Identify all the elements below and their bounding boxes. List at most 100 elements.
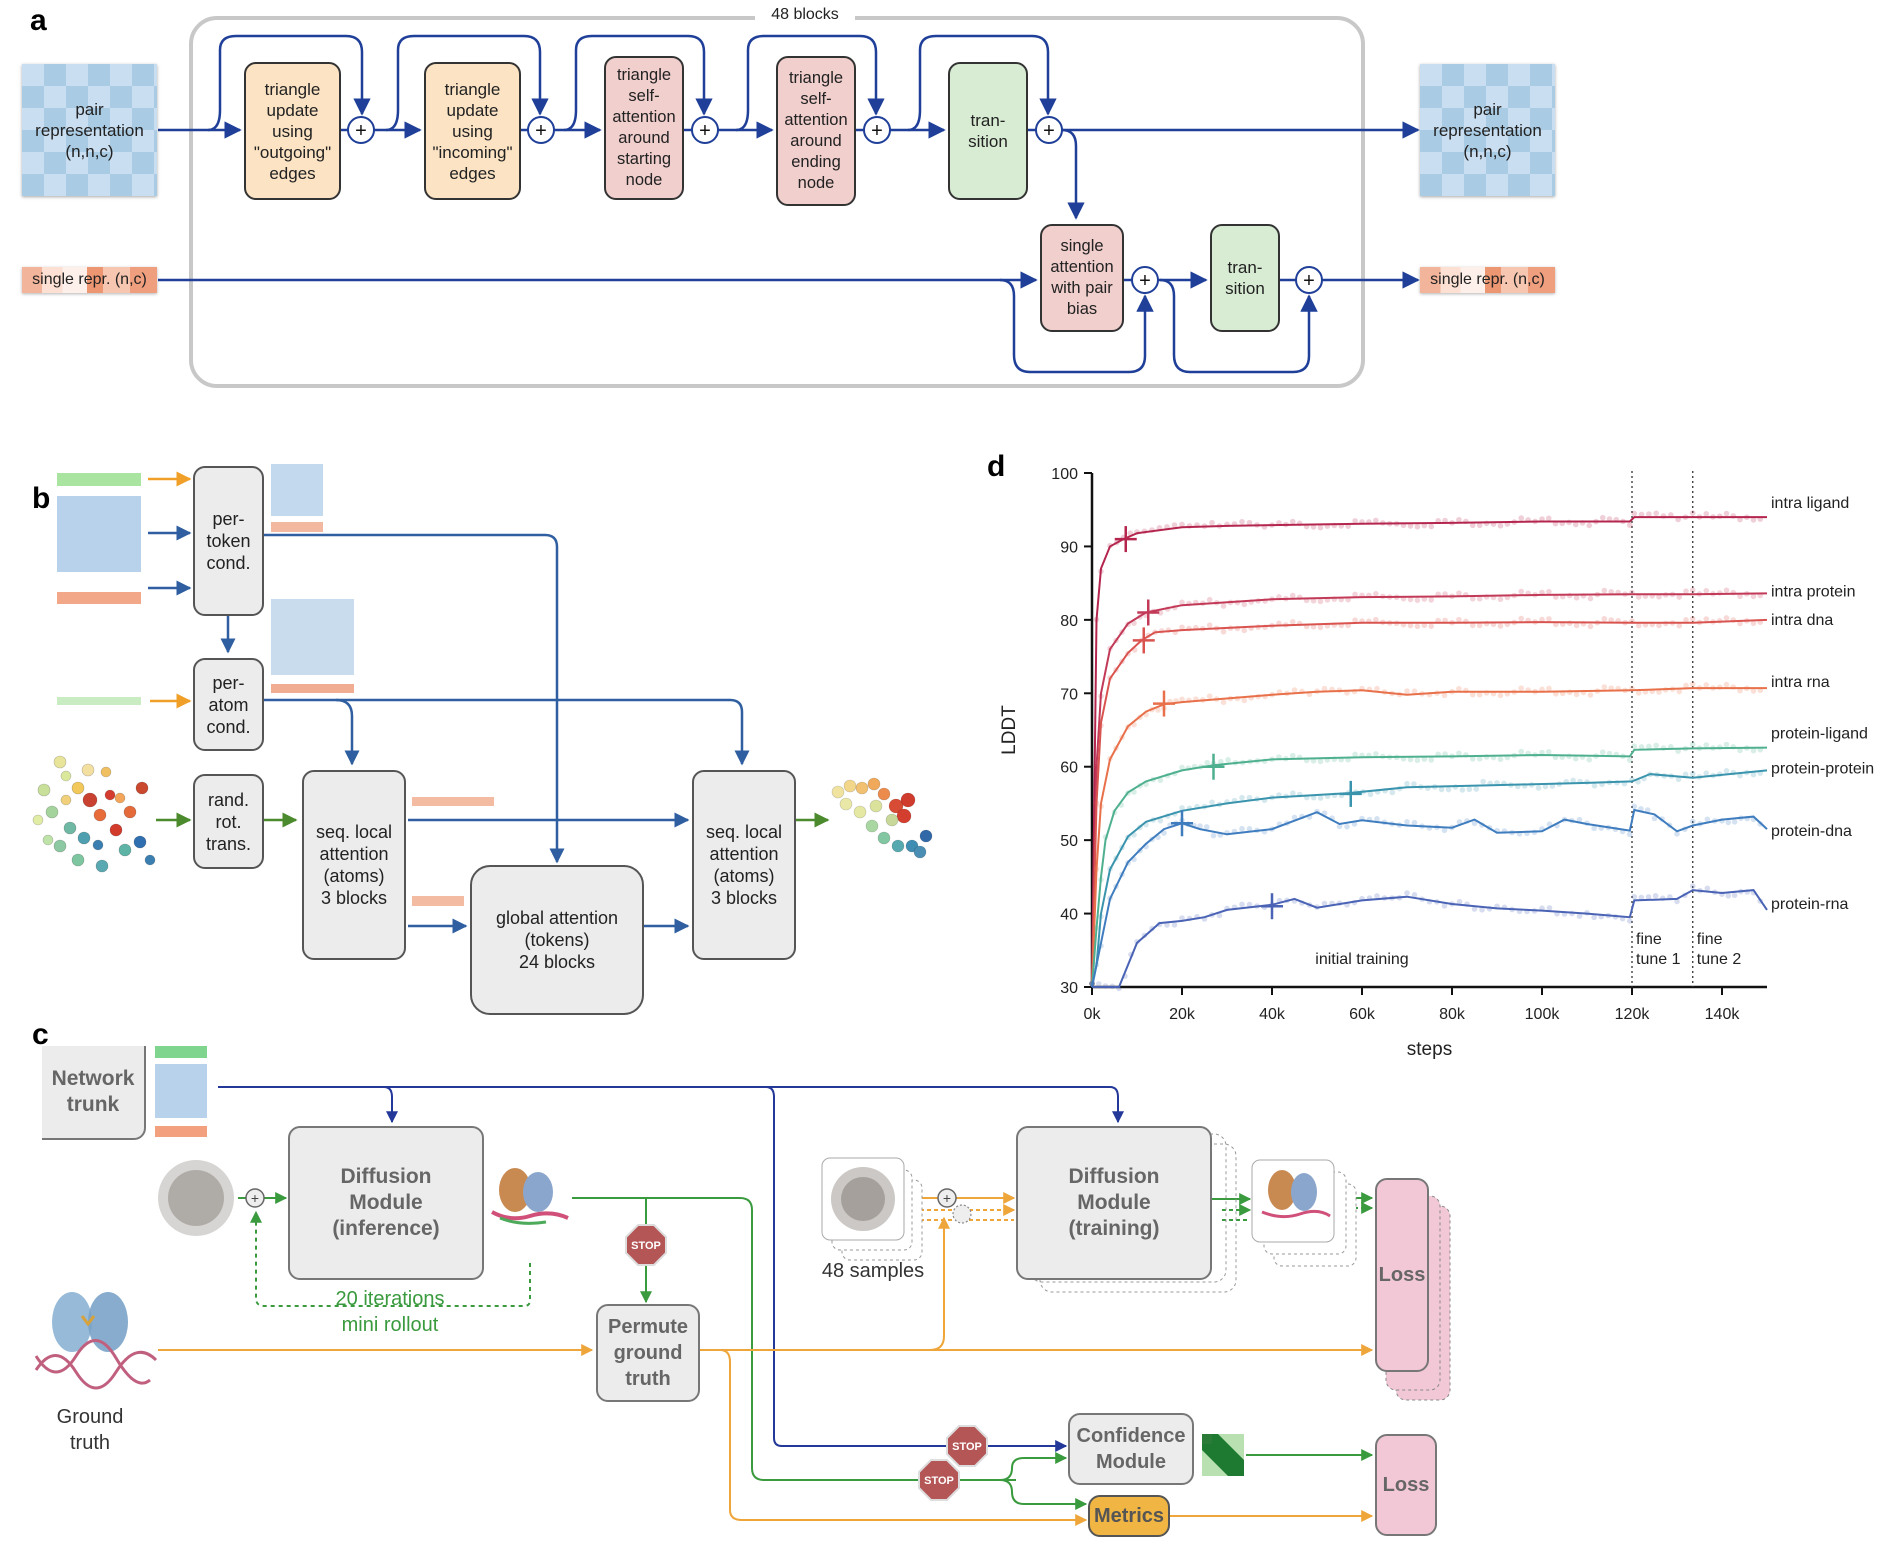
data-point <box>1155 707 1161 713</box>
data-point <box>1411 688 1418 694</box>
atom-pair-matrix <box>271 599 354 675</box>
sum-node <box>1035 116 1063 144</box>
sum-node <box>527 116 555 144</box>
data-point <box>1164 922 1170 928</box>
series-line <box>1091 687 1767 988</box>
series-intra-ligand <box>1089 510 1767 988</box>
folded-structure <box>831 777 933 859</box>
data-point <box>1635 594 1642 600</box>
data-point <box>1220 603 1227 609</box>
data-point <box>1203 824 1210 830</box>
triangle-attention-starting-block: triangle self- attention around starting… <box>604 56 684 200</box>
data-point <box>1407 756 1414 763</box>
token-single-strip-2 <box>412 896 464 906</box>
data-point <box>1246 901 1253 908</box>
data-point <box>1675 776 1682 783</box>
pair-transition-block: tran- sition <box>948 62 1028 200</box>
data-point <box>1310 524 1317 530</box>
data-point <box>1239 825 1245 832</box>
data-point <box>1676 622 1683 629</box>
data-point <box>1241 627 1248 634</box>
panel-c-label: c <box>32 1018 49 1051</box>
data-point <box>1573 691 1580 698</box>
data-point <box>1497 623 1504 629</box>
data-point <box>1638 744 1645 750</box>
data-point <box>1157 777 1164 784</box>
data-point <box>1653 510 1659 517</box>
data-point <box>1373 590 1379 597</box>
data-point <box>1218 758 1224 765</box>
plus-icon: + <box>871 120 883 142</box>
single-transition-block: tran- sition <box>1210 224 1280 332</box>
data-point <box>1704 816 1711 823</box>
data-point <box>1317 598 1324 605</box>
series-protein-protein <box>1089 768 1768 988</box>
data-point <box>1428 757 1435 763</box>
data-point <box>1518 685 1525 691</box>
plus-icon: + <box>943 1190 951 1206</box>
data-point <box>1546 905 1553 911</box>
data-point <box>1682 771 1689 778</box>
data-point <box>1608 617 1615 623</box>
data-point <box>1456 616 1462 623</box>
data-point <box>1689 510 1696 516</box>
metrics-block: Metrics <box>1088 1495 1170 1537</box>
atom-single-strip-2 <box>412 797 494 806</box>
data-point <box>1631 893 1638 900</box>
data-point <box>1404 688 1410 694</box>
data-point <box>1367 791 1374 798</box>
token-single-strip <box>271 522 323 532</box>
data-point <box>1703 616 1710 622</box>
data-point <box>1469 756 1476 762</box>
data-point <box>1599 749 1606 755</box>
data-point <box>1731 819 1738 825</box>
data-point <box>1291 814 1298 821</box>
data-point <box>1576 913 1583 919</box>
data-point <box>1626 757 1633 763</box>
stop-gradient-icon: STOP <box>946 1425 988 1467</box>
data-point <box>1241 697 1248 704</box>
data-point <box>1471 906 1478 912</box>
plus-icon: + <box>251 1190 259 1206</box>
data-point <box>1723 510 1730 517</box>
series-line <box>1091 618 1768 988</box>
data-point <box>1310 624 1317 630</box>
sum-node-stacked <box>952 1204 972 1224</box>
series-label: intra dna <box>1771 612 1833 629</box>
global-attention-tokens-block: global attention (tokens) 24 blocks <box>470 865 644 1015</box>
data-point <box>1373 517 1379 524</box>
data-point <box>1608 685 1615 691</box>
y-tick-label: 30 <box>1060 980 1078 997</box>
data-point <box>1171 922 1178 928</box>
data-point <box>1570 777 1576 784</box>
data-point <box>1414 757 1421 764</box>
data-point <box>1539 749 1545 756</box>
data-point <box>1469 595 1476 602</box>
diffusion-module-inference-block: Diffusion Module (inference) <box>288 1126 484 1280</box>
data-point <box>1689 741 1696 748</box>
data-point <box>1456 898 1463 905</box>
data-point <box>1206 596 1213 603</box>
plus-icon: + <box>699 120 711 142</box>
data-point <box>1239 518 1245 525</box>
series-protein-ligand <box>1089 741 1768 988</box>
plus-icon: + <box>1139 270 1151 292</box>
data-point <box>1456 590 1462 596</box>
data-point <box>1645 894 1652 900</box>
data-point <box>1737 593 1743 600</box>
data-point <box>1683 588 1689 595</box>
permute-ground-truth-block: Permute ground truth <box>596 1304 700 1402</box>
stop-gradient-icon: STOP <box>625 1224 667 1266</box>
confidence-loss-block: Loss <box>1375 1434 1437 1536</box>
data-point <box>1689 616 1696 622</box>
data-point <box>1220 628 1227 635</box>
series-label: intra protein <box>1771 583 1856 600</box>
data-point <box>1723 615 1730 621</box>
data-point <box>1095 981 1102 987</box>
y-tick-label: 50 <box>1060 833 1078 850</box>
sum-node <box>863 116 891 144</box>
data-point <box>1289 592 1296 599</box>
data-point <box>1675 516 1681 523</box>
data-point <box>1703 682 1710 688</box>
